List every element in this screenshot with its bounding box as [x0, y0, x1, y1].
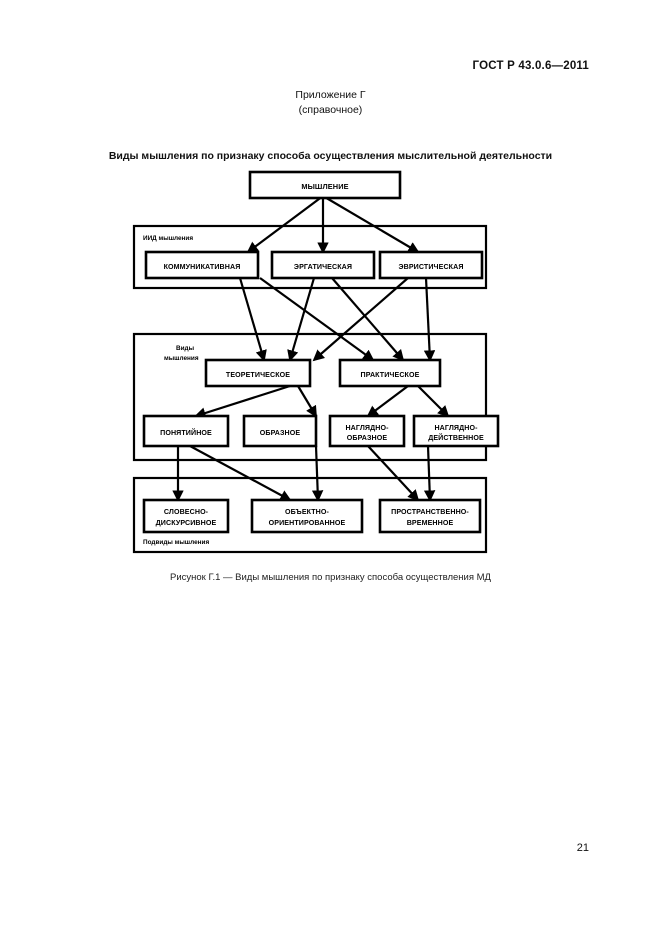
node-ponyatiynoe[interactable]: ПОНЯТИЙНОЕ [142, 414, 230, 448]
group-label-iid: ИИД мышления [143, 235, 193, 242]
link-root-to-evristicheskaya [322, 195, 420, 253]
node-prakticheskoe[interactable]: ПРАКТИЧЕСКОЕ [338, 358, 442, 388]
group-box-podvidy [132, 476, 488, 554]
node-label-naglyadno-obraznoe-line1: НАГЛЯДНО- [345, 424, 389, 432]
group-label-vidy-line1: Виды [176, 345, 195, 352]
link-evristicheskaya-to-teoreticheskoe [312, 277, 409, 362]
node-label-evristicheskaya: ЭВРИСТИЧЕСКАЯ [398, 263, 463, 271]
group-label-vidy-line2: мышления [164, 355, 199, 362]
link-teoreticheskoe-to-ponyatiynoe [194, 384, 291, 419]
node-label-naglyadno-deystvennoe-line2: ДЕЙСТВЕННОЕ [428, 433, 484, 442]
node-label-prostranstvenno-vremennoe-line1: ПРОСТРАНСТВЕННО- [391, 508, 469, 516]
node-obektno-orientirovannoe[interactable]: ОБЪЕКТНО- ОРИЕНТИРОВАННОЕ [250, 498, 364, 534]
link-obraznoe-to-obektno-orientirovannoe [311, 445, 324, 502]
link-evristicheskaya-to-prakticheskoe [423, 277, 436, 362]
node-label-obraznoe: ОБРАЗНОЕ [260, 429, 301, 437]
node-kommunikativnaya[interactable]: КОММУНИКАТИВНАЯ [144, 250, 260, 280]
node-label-prakticheskoe: ПРАКТИЧЕСКОЕ [361, 371, 420, 379]
node-label-prostranstvenno-vremennoe-line2: ВРЕМЕННОЕ [407, 519, 454, 527]
node-ergaticheskaya[interactable]: ЭРГАТИЧЕСКАЯ [270, 250, 376, 280]
link-ergaticheskaya-to-prakticheskoe [331, 277, 405, 362]
link-naglyadno-deystvennoe-to-prostranstvenno-vremennoe [423, 445, 436, 502]
node-label-obektno-orientirovannoe-line1: ОБЪЕКТНО- [285, 508, 330, 516]
group-label-podvidy: Подвиды мышления [143, 539, 209, 546]
appendix-line-2: (справочное) [298, 104, 363, 116]
figure-caption: Рисунок Г.1 — Виды мышления по признаку … [170, 572, 491, 583]
link-ergaticheskaya-to-teoreticheskoe [287, 277, 316, 362]
node-label-obektno-orientirovannoe-line2: ОРИЕНТИРОВАННОЕ [269, 519, 346, 527]
page-number: 21 [576, 842, 589, 854]
group-box-vidy [132, 332, 488, 462]
diagram-container: ИИД мышления Виды мышления Подвиды мышле… [118, 168, 518, 568]
node-teoreticheskoe[interactable]: ТЕОРЕТИЧЕСКОЕ [204, 358, 312, 388]
node-naglyadno-obraznoe[interactable]: НАГЛЯДНО- ОБРАЗНОЕ [328, 414, 406, 448]
link-prakticheskoe-to-naglyadno-obraznoe [366, 385, 409, 418]
link-kommunikativnaya-to-prakticheskoe [259, 277, 375, 362]
link-kommunikativnaya-to-teoreticheskoe [238, 277, 267, 362]
node-prostranstvenno-vremennoe[interactable]: ПРОСТРАНСТВЕННО- ВРЕМЕННОЕ [378, 498, 482, 534]
node-naglyadno-deystvennoe[interactable]: НАГЛЯДНО- ДЕЙСТВЕННОЕ [412, 414, 500, 448]
link-root-to-kommunikativnaya [246, 195, 324, 254]
appendix-heading: Приложение Г (справочное) [0, 88, 661, 118]
link-prakticheskoe-to-naglyadno-deystvennoe [417, 385, 450, 418]
figure-title: Виды мышления по признаку способа осущес… [108, 150, 553, 162]
node-obraznoe[interactable]: ОБРАЗНОЕ [242, 414, 318, 448]
node-label-kommunikativnaya: КОММУНИКАТИВНАЯ [164, 263, 241, 271]
link-ponyatiynoe-to-obektno-orientirovannoe [189, 445, 292, 501]
thinking-types-diagram: ИИД мышления Виды мышления Подвиды мышле… [132, 170, 500, 554]
node-label-slovesno-diskursivnoe-line1: СЛОВЕСНО- [164, 508, 209, 516]
node-label-naglyadno-obraznoe-line2: ОБРАЗНОЕ [347, 434, 388, 442]
standard-header: ГОСТ Р 43.0.6—2011 [472, 60, 589, 72]
link-teoreticheskoe-to-obraznoe [297, 385, 317, 418]
node-label-teoreticheskoe: ТЕОРЕТИЧЕСКОЕ [226, 371, 290, 379]
node-label-ponyatiynoe: ПОНЯТИЙНОЕ [160, 428, 212, 437]
node-myshlenie[interactable]: МЫШЛЕНИЕ [248, 170, 402, 200]
node-evristicheskaya[interactable]: ЭВРИСТИЧЕСКАЯ [378, 250, 484, 280]
node-slovesno-diskursivnoe[interactable]: СЛОВЕСНО- ДИСКУРСИВНОЕ [142, 498, 230, 534]
link-naglyadno-obraznoe-to-prostranstvenno-vremennoe [367, 445, 420, 502]
node-label-slovesno-diskursivnoe-line2: ДИСКУРСИВНОЕ [156, 519, 217, 527]
node-label-ergaticheskaya: ЭРГАТИЧЕСКАЯ [294, 263, 352, 271]
node-label-naglyadno-deystvennoe-line1: НАГЛЯДНО- [434, 424, 478, 432]
node-label-myshlenie: МЫШЛЕНИЕ [301, 182, 348, 191]
appendix-line-1: Приложение Г [295, 89, 366, 101]
